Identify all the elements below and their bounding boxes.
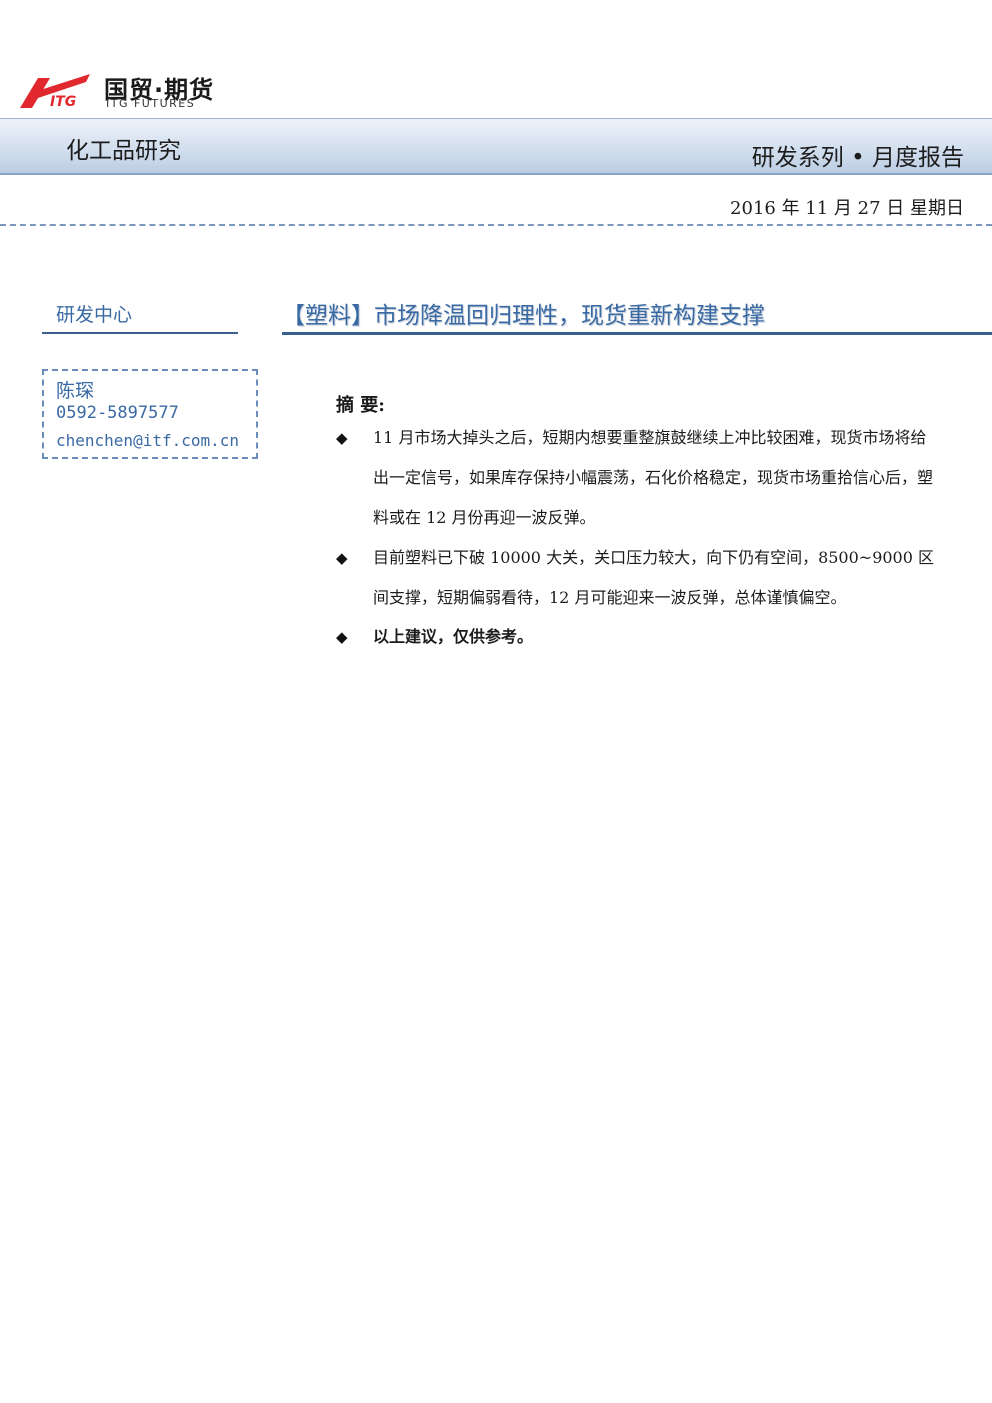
summary-bullet-text: 11 月市场大掉头之后，短期内想要重整旗鼓继续上冲比较困难，现货市场将给出一定信… <box>373 428 934 527</box>
diamond-bullet-icon: ◆ <box>336 429 348 447</box>
title-underline <box>282 332 992 335</box>
itg-logo-icon: ITG <box>20 74 90 108</box>
company-name-cn: 国贸·期货 <box>104 76 215 104</box>
department-label: 研发中心 <box>56 304 133 326</box>
analyst-email[interactable]: chenchen@itf.com.cn <box>56 431 240 450</box>
report-title: 【塑料】市场降温回归理性，现货重新构建支撑 <box>282 303 765 329</box>
header-band <box>0 118 992 175</box>
department-underline <box>42 332 238 334</box>
dashed-divider <box>0 224 992 226</box>
summary-bullet: ◆ 以上建议，仅供参考。 <box>336 617 936 657</box>
contact-box <box>42 369 258 459</box>
logo-mark-text: ITG <box>50 94 76 108</box>
analyst-name: 陈琛 <box>56 380 95 402</box>
summary-bullet-text: 以上建议，仅供参考。 <box>373 627 534 646</box>
summary-bullet: ◆ 目前塑料已下破 10000 大关，关口压力较大，向下仍有空间，8500~90… <box>336 538 936 618</box>
summary-heading: 摘 要: <box>336 395 385 416</box>
analyst-phone: 0592-5897577 <box>56 403 179 423</box>
summary-bullet: ◆ 11 月市场大掉头之后，短期内想要重整旗鼓继续上冲比较困难，现货市场将给出一… <box>336 418 936 538</box>
company-name-en: ITG FUTURES <box>106 97 196 108</box>
report-category: 化工品研究 <box>66 138 181 164</box>
diamond-bullet-icon: ◆ <box>336 549 348 567</box>
summary-bullet-text: 目前塑料已下破 10000 大关，关口压力较大，向下仍有空间，8500~9000… <box>373 548 935 607</box>
diamond-bullet-icon: ◆ <box>336 628 348 646</box>
report-series: 研发系列 • 月度报告 <box>751 145 964 171</box>
report-date: 2016 年 11 月 27 日 星期日 <box>730 198 964 219</box>
